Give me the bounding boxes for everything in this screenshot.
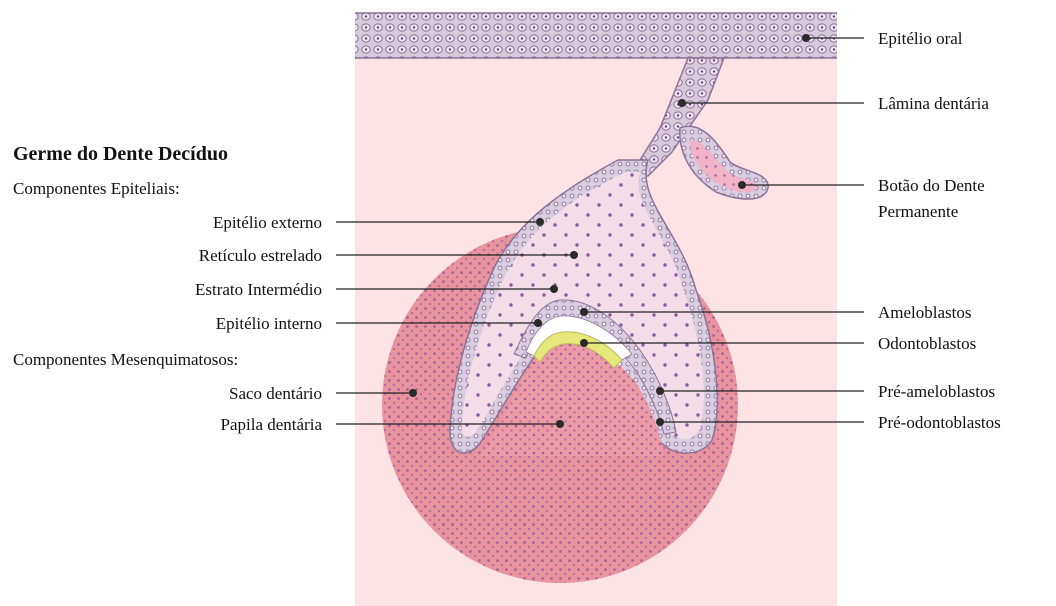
- diagram-title: Germe do Dente Decíduo: [13, 143, 228, 165]
- label-permanent-bud-line1: Botão do Dente: [878, 176, 985, 195]
- label-ameloblasts: Ameloblastos: [878, 303, 972, 322]
- group-mesenchymal-label: Componentes Mesenquimatosos:: [13, 350, 238, 369]
- pointer-stellate-reticulum: [570, 251, 578, 259]
- label-inner-epithelium: Epitélio interno: [216, 314, 322, 333]
- label-dental-sac: Saco dentário: [229, 384, 322, 403]
- pointer-inner-epithelium: [534, 319, 542, 327]
- pointer-preodontoblasts: [656, 418, 664, 426]
- label-permanent-bud-line2: Permanente: [878, 202, 958, 221]
- pointer-dental-sac: [409, 389, 417, 397]
- label-preameloblasts: Pré-ameloblastos: [878, 382, 995, 401]
- pointer-odontoblasts: [580, 339, 588, 347]
- pointer-stratum-intermedium: [550, 285, 558, 293]
- pointer-permanent-bud: [738, 181, 746, 189]
- pointer-ameloblasts: [580, 308, 588, 316]
- label-stellate-reticulum: Retículo estrelado: [199, 246, 322, 265]
- label-stratum-intermedium: Estrato Intermédio: [195, 280, 322, 299]
- pointer-outer-epithelium: [536, 218, 544, 226]
- label-dental-papilla: Papila dentária: [221, 415, 323, 434]
- label-odontoblasts: Odontoblastos: [878, 334, 976, 353]
- label-oral-epithelium: Epitélio oral: [878, 29, 963, 48]
- label-outer-epithelium: Epitélio externo: [213, 213, 322, 232]
- group-epithelial-label: Componentes Epiteliais:: [13, 179, 180, 198]
- oral-epithelium-band: [355, 13, 837, 58]
- pointer-dental-lamina: [678, 99, 686, 107]
- label-preodontoblasts: Pré-odontoblastos: [878, 413, 1001, 432]
- pointer-oral-epithelium: [802, 34, 810, 42]
- pointer-dental-papilla: [556, 420, 564, 428]
- label-dental-lamina: Lâmina dentária: [878, 94, 989, 113]
- pointer-preameloblasts: [656, 387, 664, 395]
